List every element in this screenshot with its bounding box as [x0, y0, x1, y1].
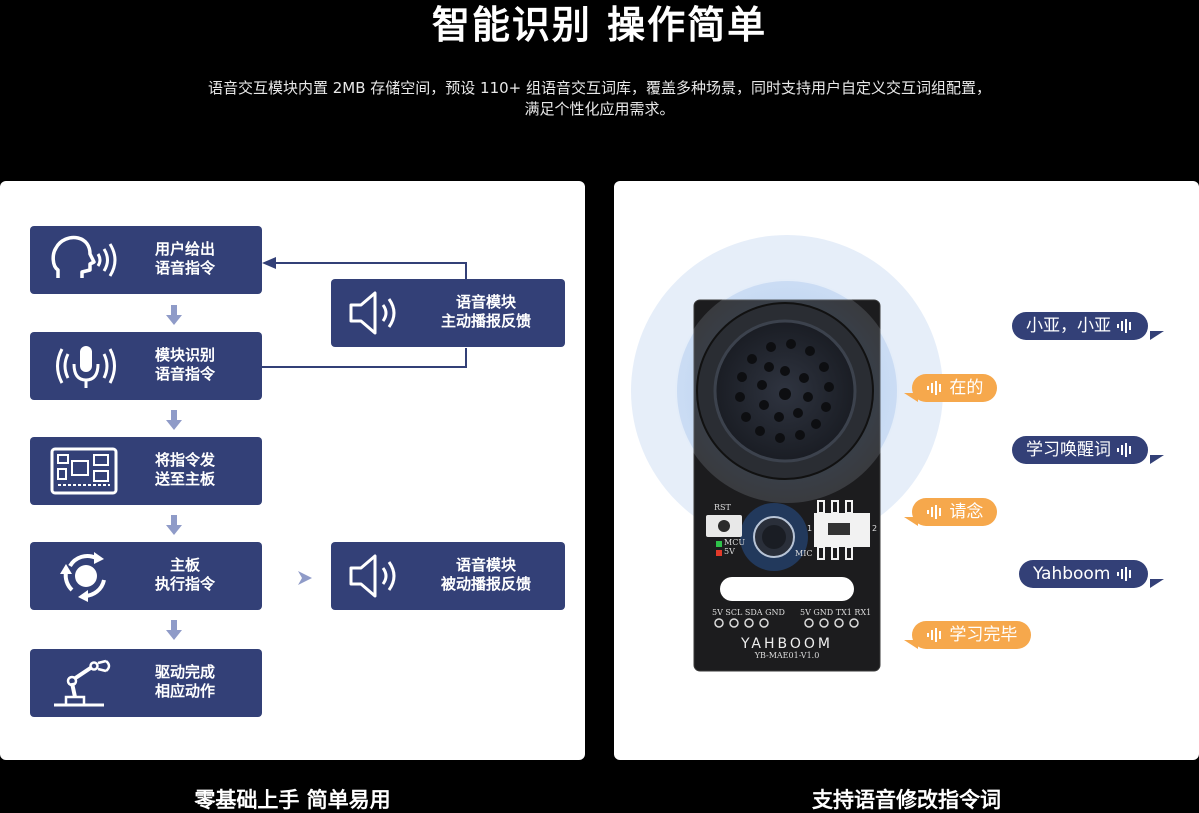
feedback-arrowhead	[262, 257, 276, 269]
dialog-bubble-user: 小亚，小亚	[1012, 312, 1149, 340]
flow-step-label: 驱动完成 相应动作	[130, 663, 240, 701]
down-arrow-icon	[166, 620, 182, 640]
dialog-bubble-module: 请念	[912, 498, 998, 526]
dialog-bubble-user: 学习唤醒词	[1012, 436, 1149, 464]
flow-step-label: 用户给出 语音指令	[130, 240, 240, 278]
feedback-active-box: 语音模块 主动播报反馈	[331, 279, 565, 347]
device-panel: RST MCU 5V MIC 1 2 5V SCL SDA GND 5V GND…	[614, 181, 1199, 760]
flow-step-drive-action: 驱动完成 相应动作	[30, 649, 262, 717]
label-line-1: 驱动完成	[154, 663, 215, 681]
feedback-passive-label: 语音模块 被动播报反馈	[411, 556, 561, 594]
down-arrow-icon	[166, 305, 182, 325]
dialog-bubble-module: 在的	[912, 374, 998, 402]
sound-wave-icon	[927, 628, 941, 642]
label-line-2: 语音指令	[154, 365, 215, 383]
feedback-passive-box: 语音模块 被动播报反馈	[331, 542, 565, 610]
speaker-holes	[735, 339, 834, 443]
caption-left: 零基础上手 简单易用	[194, 788, 391, 812]
mcu-label: MCU	[724, 538, 746, 547]
feedback-line-top	[272, 262, 467, 279]
bubble-tail	[904, 640, 918, 649]
bubble-text: 学习唤醒词	[1026, 440, 1111, 460]
dialog-bubble-user: Yahboom	[1019, 560, 1148, 588]
bubble-tail	[1150, 331, 1164, 340]
label-strip	[720, 577, 854, 601]
label-line-1: 模块识别	[154, 346, 215, 364]
passive-arrow	[298, 571, 312, 585]
switch-pos-1: 1	[807, 524, 813, 533]
flow-step-user-command: 用户给出 语音指令	[30, 226, 262, 294]
feedback-line-bottom	[262, 348, 467, 368]
microphone-icon	[56, 346, 116, 388]
bubble-tail	[904, 517, 918, 526]
sound-wave-icon	[1117, 443, 1132, 457]
flow-step-board-execute: 主板 执行指令	[30, 542, 262, 610]
flow-panel: 用户给出 语音指令 模块识别 语音指令	[0, 181, 585, 760]
bubble-tail	[904, 393, 918, 402]
pins-left-label: 5V SCL SDA GND	[712, 608, 785, 617]
sound-wave-icon	[1116, 567, 1131, 581]
bubble-text: 学习完毕	[949, 625, 1018, 645]
label-line-2: 执行指令	[154, 575, 215, 593]
label-line-1: 语音模块	[455, 556, 516, 574]
flow-step-module-recognize: 模块识别 语音指令	[30, 332, 262, 400]
label-line-1: 语音模块	[455, 293, 516, 311]
bubble-tail	[1150, 455, 1164, 464]
speaker-icon	[349, 291, 396, 335]
label-line-2: 相应动作	[154, 682, 215, 700]
label-line-2: 被动播报反馈	[440, 575, 531, 593]
brand-logo: YAHBOOM	[740, 636, 834, 652]
down-arrow-icon	[166, 515, 182, 535]
power-led	[716, 550, 722, 556]
voice-module-illustration	[631, 235, 943, 672]
label-line-1: 将指令发	[154, 451, 215, 469]
caption-right: 支持语音修改指令词	[812, 788, 1001, 812]
bubble-text: 在的	[949, 378, 984, 398]
pins-right-label: 5V GND TX1 RX1	[800, 608, 872, 617]
bubble-text: 请念	[949, 502, 984, 522]
mcu-led	[716, 541, 722, 547]
5v-label: 5V	[724, 547, 735, 556]
rst-label: RST	[714, 503, 731, 512]
flow-step-label: 主板 执行指令	[130, 556, 240, 594]
flow-step-label: 模块识别 语音指令	[130, 346, 240, 384]
sound-wave-icon	[927, 505, 941, 519]
page-description: 语音交互模块内置 2MB 存储空间，预设 110+ 组语音交互词库，覆盖多种场景…	[0, 78, 1199, 120]
pin-headers	[714, 618, 859, 628]
bubble-text: 小亚，小亚	[1026, 316, 1111, 336]
label-line-2: 语音指令	[154, 259, 215, 277]
switch-pos-2: 2	[872, 524, 878, 533]
rotate-cycle-icon	[60, 552, 106, 602]
label-line-2: 主动播报反馈	[440, 312, 531, 330]
label-line-2: 送至主板	[154, 470, 215, 488]
flow-step-send-to-board: 将指令发 送至主板	[30, 437, 262, 505]
model-label: YB-MAE01-V1.0	[754, 651, 820, 660]
label-line-1: 用户给出	[154, 240, 215, 258]
label-line-1: 主板	[169, 556, 200, 574]
speaker-icon	[349, 554, 396, 598]
bubble-text: Yahboom	[1033, 564, 1111, 584]
down-arrow-icon	[166, 410, 182, 430]
circuit-board-icon	[50, 447, 118, 495]
flow-connectors	[262, 257, 467, 585]
speaking-head-icon	[51, 235, 117, 278]
sound-wave-icon	[927, 381, 941, 395]
bubble-tail	[1150, 579, 1164, 588]
robot-arm-icon	[54, 659, 111, 707]
mic-label: MIC	[795, 549, 813, 558]
sound-wave-icon	[1117, 319, 1132, 333]
description-line-1: 语音交互模块内置 2MB 存储空间，预设 110+ 组语音交互词库，覆盖多种场景…	[207, 79, 992, 97]
feedback-active-label: 语音模块 主动播报反馈	[411, 293, 561, 331]
dialog-bubble-module: 学习完毕	[912, 621, 1032, 649]
flow-step-label: 将指令发 送至主板	[130, 451, 240, 489]
description-line-2: 满足个性化应用需求。	[524, 100, 675, 118]
page-title: 智能识别 操作简单	[431, 3, 768, 47]
